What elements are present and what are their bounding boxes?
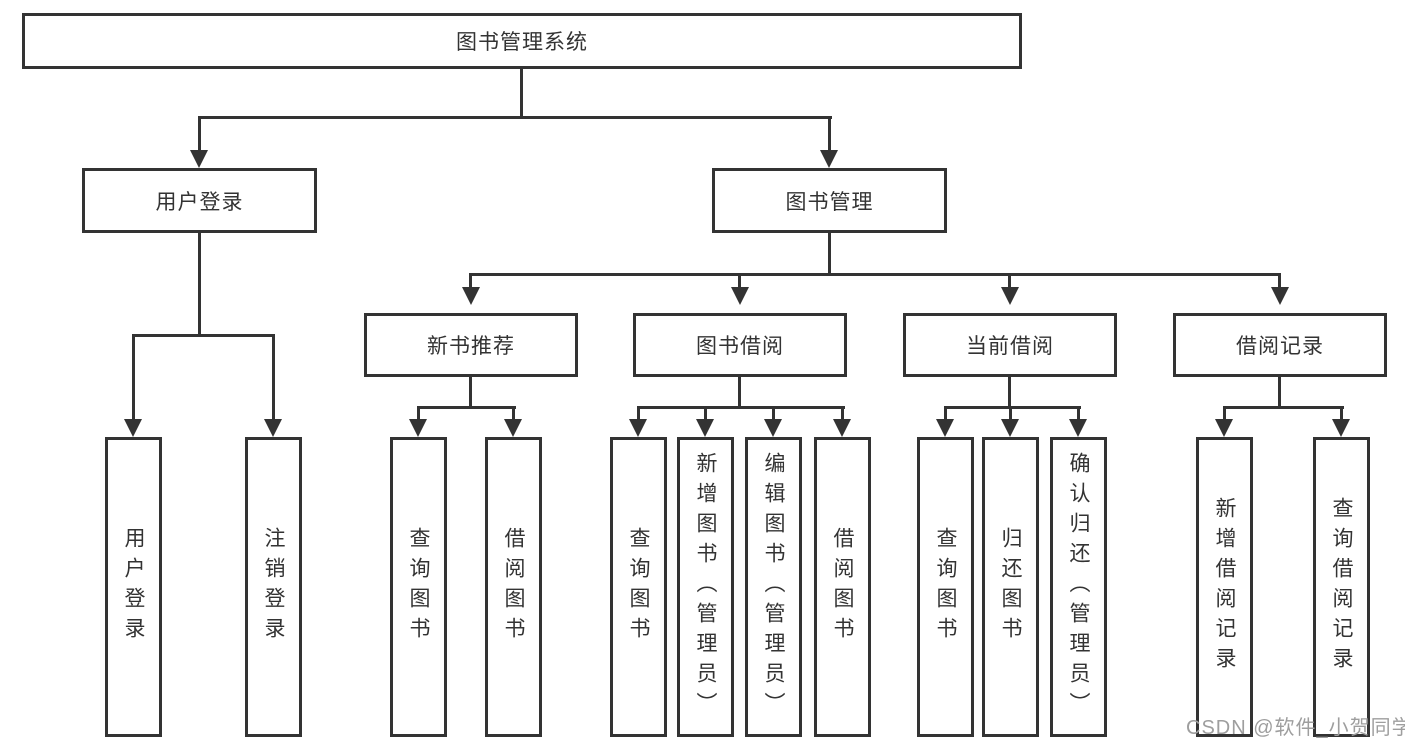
node-book-borrowing: 图书借阅 [633,313,847,377]
connector-drop [828,116,831,153]
connector-branch [417,406,516,409]
connector-stem [1008,377,1011,409]
connector-drop [1077,406,1080,423]
connector-level3 [469,273,1280,276]
leaf-confirm-return-admin: 确认归还（管理员） [1050,437,1107,737]
connector-drop [272,334,275,421]
connector-branch [1223,406,1344,409]
node-label: 借阅记录 [1236,335,1324,358]
leaf-add-books-admin: 新增图书（管理员） [677,437,734,737]
connector-root-stem [520,69,523,119]
connector-drop [417,406,420,423]
arrowhead-down-icon [764,419,782,437]
leaf-edit-books-admin: 编辑图书（管理员） [745,437,802,737]
node-new-book-recommendation: 新书推荐 [364,313,578,377]
node-book-management: 图书管理 [712,168,947,233]
leaf-query-books: 查询图书 [390,437,447,737]
node-label: 新增图书（管理员） [694,452,717,722]
arrowhead-down-icon [409,419,427,437]
connector-drop [1223,406,1226,423]
node-label: 借阅图书 [502,527,525,647]
leaf-logout: 注销登录 [245,437,302,737]
connector-drop [132,334,135,421]
connector-drop [1278,273,1281,289]
arrowhead-down-icon [833,419,851,437]
connector-drop [1009,406,1012,423]
connector-level2 [198,116,832,119]
csdn-watermark: CSDN @软件_小贺同学 [1186,717,1405,739]
connector-drop [198,116,201,153]
arrowhead-down-icon [1332,419,1350,437]
connector-stem [469,377,472,409]
connector-drop [1008,273,1011,289]
arrowhead-down-icon [504,419,522,437]
node-label: 注销登录 [262,527,285,647]
node-label: 借阅图书 [831,527,854,647]
node-label: 新增借阅记录 [1213,497,1236,677]
arrowhead-down-icon [629,419,647,437]
connector-stem [738,377,741,409]
arrowhead-down-icon [1271,287,1289,305]
connector-mgmt-stem [828,233,831,276]
arrowhead-down-icon [696,419,714,437]
connector-user-branch [132,334,275,337]
connector-stem [1278,377,1281,409]
node-current-borrowing: 当前借阅 [903,313,1117,377]
connector-user-stem [198,233,201,337]
arrowhead-down-icon [190,150,208,168]
arrowhead-down-icon [936,419,954,437]
node-label: 查询图书 [627,527,650,647]
node-label: 图书管理 [785,190,874,214]
node-label: 当前借阅 [966,335,1054,358]
node-label: 图书借阅 [696,335,784,358]
arrowhead-down-icon [731,287,749,305]
connector-drop [1340,406,1343,423]
arrowhead-down-icon [462,287,480,305]
leaf-query-books: 查询图书 [917,437,974,737]
arrowhead-down-icon [124,419,142,437]
arrowhead-down-icon [1215,419,1233,437]
leaf-user-login: 用户登录 [105,437,162,737]
connector-drop [841,406,844,423]
leaf-return-books: 归还图书 [982,437,1039,737]
arrowhead-down-icon [1001,419,1019,437]
node-label: 用户登录 [122,527,145,647]
connector-drop [738,273,741,289]
connector-branch [944,406,1081,409]
arrowhead-down-icon [1069,419,1087,437]
node-label: 确认归还（管理员） [1067,452,1090,722]
leaf-query-borrow-record: 查询借阅记录 [1313,437,1370,737]
arrowhead-down-icon [1001,287,1019,305]
node-label: 查询图书 [407,527,430,647]
node-label: 编辑图书（管理员） [762,452,785,722]
connector-drop [637,406,640,423]
leaf-borrow-books: 借阅图书 [814,437,871,737]
node-label: 归还图书 [999,527,1022,647]
node-label: 用户登录 [155,190,244,214]
node-library-management-system: 图书管理系统 [22,13,1022,69]
leaf-borrow-books: 借阅图书 [485,437,542,737]
node-borrowing-records: 借阅记录 [1173,313,1387,377]
node-user-login: 用户登录 [82,168,317,233]
node-label: 查询借阅记录 [1330,497,1353,677]
connector-drop [772,406,775,423]
arrowhead-down-icon [820,150,838,168]
leaf-query-books: 查询图书 [610,437,667,737]
node-label: 图书管理系统 [456,31,588,54]
node-label: 新书推荐 [427,335,515,358]
connector-branch [637,406,845,409]
connector-drop [944,406,947,423]
leaf-add-borrow-record: 新增借阅记录 [1196,437,1253,737]
arrowhead-down-icon [264,419,282,437]
connector-drop [704,406,707,423]
connector-drop [469,273,472,289]
connector-drop [512,406,515,423]
node-label: 查询图书 [934,527,957,647]
